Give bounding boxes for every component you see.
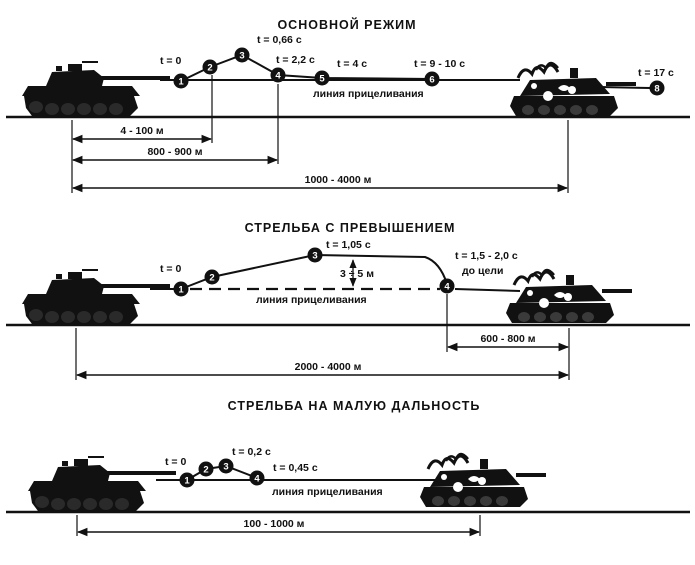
missile-marker-icon: 3 (234, 47, 250, 63)
missile-marker-icon: 2 (198, 461, 214, 477)
time-label: t = 17 с (638, 67, 674, 79)
time-label: t = 0 (160, 263, 181, 275)
aiming-line-label: линия прицеливания (256, 294, 367, 306)
missile-marker-icon: 4 (439, 278, 455, 294)
section-title: СТРЕЛЬБА С ПРЕВЫШЕНИЕМ (245, 221, 456, 235)
distance-label: 100 - 1000 м (244, 518, 305, 530)
svg-text:5: 5 (319, 74, 325, 85)
svg-text:6: 6 (429, 75, 434, 86)
time-label: t = 0,45 с (273, 462, 318, 474)
section-title: СТРЕЛЬБА НА МАЛУЮ ДАЛЬНОСТЬ (228, 399, 481, 413)
svg-text:2: 2 (203, 465, 208, 476)
section-title: ОСНОВНОЙ РЕЖИМ (277, 17, 416, 32)
tank-icon (22, 61, 170, 116)
svg-text:1: 1 (178, 77, 184, 88)
time-label: t = 0 (160, 55, 181, 67)
missile-marker-icon: 2 (204, 269, 220, 285)
section-overshoot-mode: СТРЕЛЬБА С ПРЕВЫШЕНИЕМ 1 2 3 4 3 ÷ 5 м t… (6, 221, 690, 380)
elevation-label: 3 ÷ 5 м (340, 268, 374, 280)
time-label: t = 9 - 10 с (414, 58, 465, 70)
distance-label: 4 - 100 м (120, 125, 164, 137)
svg-text:1: 1 (184, 476, 190, 487)
time-label: t = 1,05 с (326, 239, 371, 251)
svg-text:3: 3 (239, 51, 244, 62)
svg-text:4: 4 (275, 71, 281, 82)
missile-marker-icon: 3 (307, 247, 323, 263)
aiming-line-label: линия прицеливания (272, 486, 383, 498)
svg-text:8: 8 (654, 84, 659, 95)
distance-label: 1000 - 4000 м (305, 174, 372, 186)
svg-text:4: 4 (444, 282, 450, 293)
svg-text:2: 2 (209, 273, 214, 284)
section-main-mode: ОСНОВНОЙ РЕЖИМ 1 2 3 4 5 6 8 t = 0 t = 0… (6, 17, 690, 193)
aiming-line-label: линия прицеливания (313, 88, 424, 100)
missile-marker-icon: 2 (202, 59, 218, 75)
distance-label: 800 - 900 м (147, 146, 202, 158)
missile-marker-icon: 4 (249, 470, 265, 486)
svg-text:3: 3 (312, 251, 317, 262)
time-label: t = 4 с (337, 58, 367, 70)
missile-marker-icon: 3 (218, 458, 234, 474)
target-tank-icon (508, 61, 638, 118)
time-label: t = 2,2 с (276, 54, 315, 66)
time-label: t = 0,66 с (257, 34, 302, 46)
svg-text:3: 3 (223, 462, 228, 473)
missile-marker-icon: 6 (424, 71, 440, 87)
trajectory-line (180, 253, 448, 290)
tank-icon (22, 269, 170, 324)
target-tank-icon (504, 268, 634, 325)
distance-label: 600 - 800 м (480, 333, 535, 345)
tank-icon (28, 456, 176, 511)
distance-label: 2000 - 4000 м (295, 361, 362, 373)
svg-text:4: 4 (254, 474, 260, 485)
aiming-line-extension (599, 86, 651, 89)
time-label: t = 0 (165, 456, 186, 468)
missile-marker-icon: 1 (173, 73, 189, 89)
section-short-range-mode: СТРЕЛЬБА НА МАЛУЮ ДАЛЬНОСТЬ 1 2 3 4 t = … (6, 399, 690, 537)
trajectory-line (186, 464, 258, 481)
missile-marker-icon: 5 (314, 70, 330, 86)
time-label: до цели (462, 265, 503, 277)
missile-marker-icon: 4 (270, 67, 286, 83)
svg-text:2: 2 (207, 63, 212, 74)
time-label: t = 1,5 - 2,0 с (455, 250, 518, 262)
svg-text:1: 1 (178, 285, 184, 296)
missile-marker-icon: 1 (179, 472, 195, 488)
time-label: t = 0,2 с (232, 446, 271, 458)
missile-marker-icon: 1 (173, 281, 189, 297)
missile-marker-icon: 8 (649, 80, 665, 96)
